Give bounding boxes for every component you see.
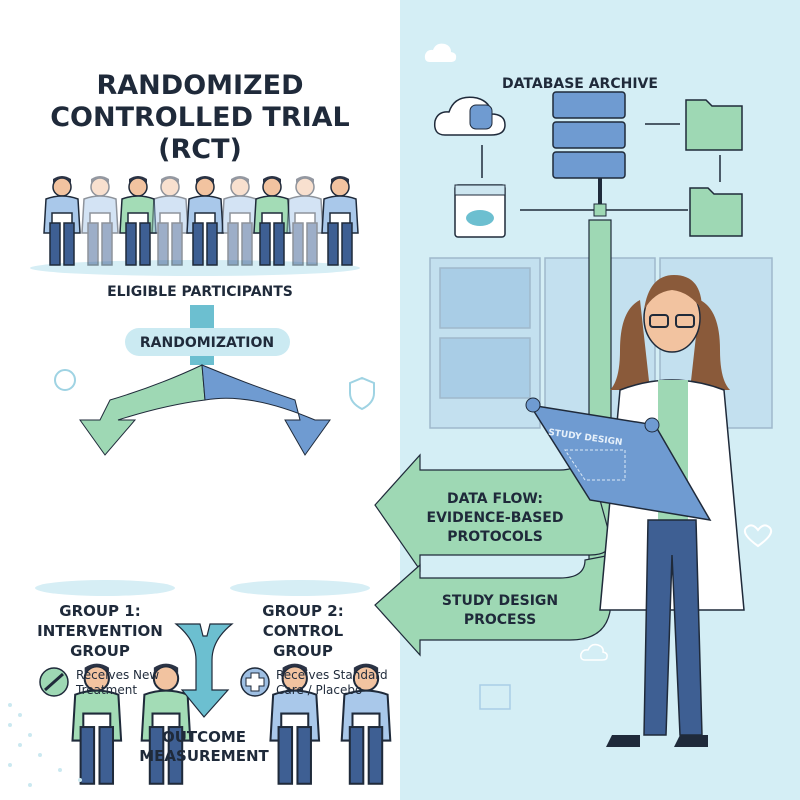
split-arrow-green [79,364,206,456]
browser-cloud-icon [454,184,506,238]
cloud-icon-small [580,643,608,661]
chart-document-icon [479,684,511,710]
group-1-line-1: GROUP 1: [59,602,140,620]
split-arrow-blue [201,364,331,456]
study-design-arrow [374,554,612,657]
data-flow-line-1: DATA FLOW: [447,491,543,507]
group-2-people [230,580,392,785]
cloud-database-icon [433,96,506,136]
title-line-3: (RCT) [158,134,242,165]
data-flow-line-2: EVIDENCE-BASED [427,510,564,526]
study-process-line-1: STUDY DESIGN [442,593,558,609]
medical-cross-icon [240,667,270,697]
title-line-2: CONTROLLED TRIAL [50,102,350,133]
cloud-upload-icon [424,43,457,62]
randomization-pill [125,328,290,356]
database-archive-label: DATABASE ARCHIVE [502,76,658,92]
server-rack-icon [552,91,626,208]
study-design-blueprint: STUDY DESIGN [525,397,712,522]
folder-open-icon [689,187,743,237]
group-1-note-1: Receives New [76,668,159,682]
outcome-line-2: MEASUREMENT [139,747,269,765]
randomization-label: RANDOMIZATION [140,335,274,351]
dot-pattern [8,703,82,787]
group-2-note-2: Care / Placebo [276,683,362,697]
title-line-1: RANDOMIZED [97,70,304,101]
group-1-people [35,580,192,785]
group-1-note-2: Treatment [75,683,137,697]
group-2-line-3: GROUP [273,642,333,660]
group-2-line-2: CONTROL [263,622,344,640]
connector-node [593,203,607,217]
group-2-line-1: GROUP 2: [262,602,343,620]
shield-icon [349,376,375,411]
group-1-line-2: INTERVENTION [37,622,163,640]
eligible-participants-label: ELIGIBLE PARTICIPANTS [107,284,293,300]
data-flow-line-3: PROTOCOLS [447,529,543,545]
group-2-note-1: Receives Standard [276,668,388,682]
participants-row [30,175,360,276]
outcome-line-1: OUTCOME [162,728,246,746]
folder-icon [685,99,743,151]
group-1-line-3: GROUP [70,642,130,660]
heart-icon [743,524,773,548]
study-process-line-2: PROCESS [464,612,536,628]
plus-shield-icon [54,369,76,391]
outcome-arrow [174,623,234,718]
syringe-icon [39,667,69,697]
